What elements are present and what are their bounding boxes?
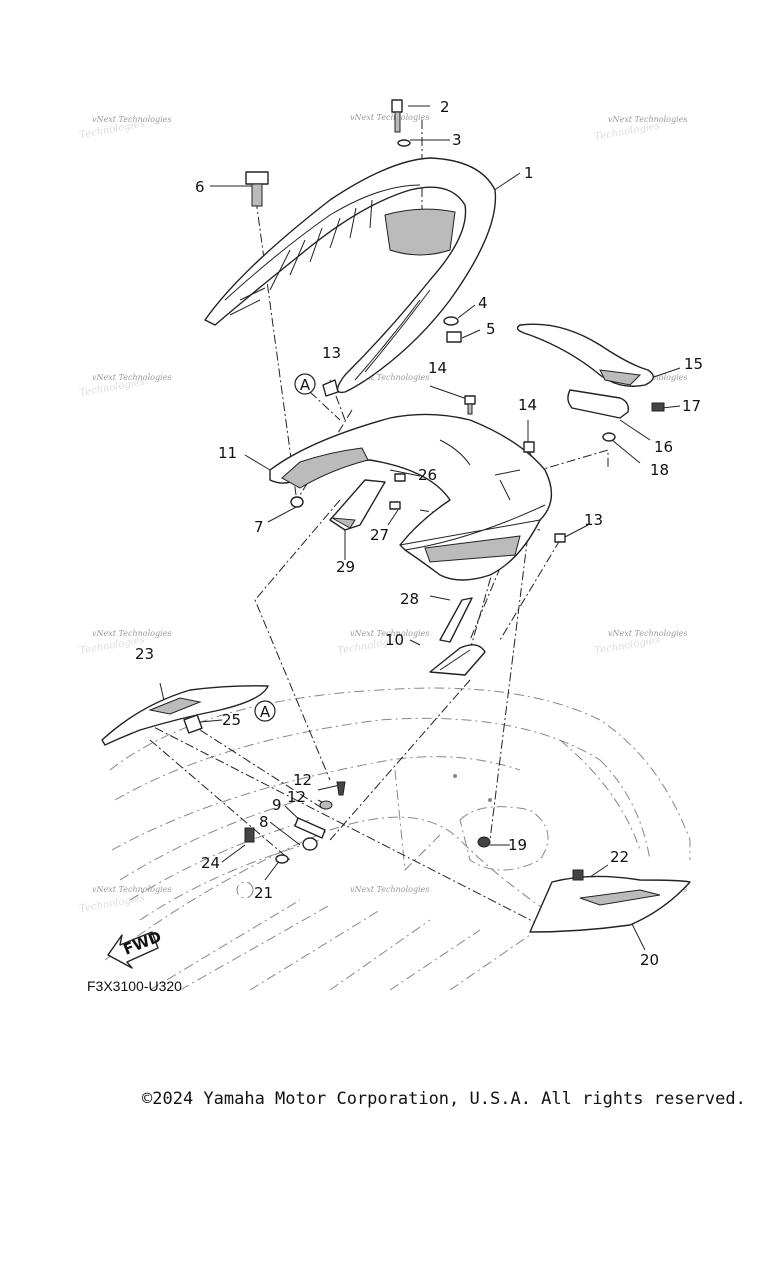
nut-part-5 bbox=[446, 331, 462, 343]
callout-13-upper: 13 bbox=[322, 344, 341, 362]
callout-numbers: 2 3 1 6 4 5 13 14 15 17 14 16 18 11 26 7… bbox=[135, 98, 703, 969]
callout-13-lower: 13 bbox=[584, 511, 603, 529]
callout-29: 29 bbox=[336, 558, 355, 576]
watermark-text: vNext Technologies bbox=[608, 629, 687, 638]
rear-deck-cover-part-11 bbox=[269, 413, 553, 581]
callout-8: 8 bbox=[259, 813, 269, 831]
watermark-text: vNext Technologies bbox=[92, 885, 171, 894]
callout-19: 19 bbox=[508, 836, 527, 854]
forward-arrow-icon: FWD bbox=[107, 927, 164, 969]
callout-6: 6 bbox=[195, 178, 205, 196]
screw-part-12-lower bbox=[319, 800, 333, 810]
callout-1: 1 bbox=[524, 164, 534, 182]
callout-26: 26 bbox=[418, 466, 437, 484]
washer-part-3 bbox=[397, 139, 411, 147]
clip-part-22 bbox=[572, 869, 584, 881]
bolt-part-14-upper bbox=[464, 395, 476, 415]
watermark-text: vNext Technologies bbox=[92, 115, 171, 124]
reference-marker-a-lower: A bbox=[254, 700, 276, 722]
screw-part-26 bbox=[394, 473, 406, 482]
bolt-part-14-lower bbox=[523, 441, 535, 453]
watermark-text: vNext Technologies bbox=[350, 629, 429, 638]
tow-hook-part-10 bbox=[429, 644, 486, 676]
callout-21: 21 bbox=[254, 884, 273, 902]
callout-5: 5 bbox=[486, 320, 496, 338]
clip-part-25 bbox=[183, 714, 203, 734]
callout-20: 20 bbox=[640, 951, 659, 969]
callout-17: 17 bbox=[682, 397, 701, 415]
callout-15: 15 bbox=[684, 355, 703, 373]
clip-part-13-lower bbox=[554, 533, 566, 543]
callout-7: 7 bbox=[254, 518, 264, 536]
callout-18: 18 bbox=[650, 461, 669, 479]
callout-10: 10 bbox=[385, 631, 404, 649]
nut-part-19 bbox=[477, 836, 491, 848]
figure-code: F3X3100-U320 bbox=[87, 978, 182, 994]
watermark-text: vNext Technologies bbox=[350, 373, 429, 382]
cover-part-16 bbox=[567, 389, 630, 419]
screw-part-24 bbox=[244, 827, 255, 843]
callout-12-upper: 12 bbox=[293, 771, 312, 789]
grab-handle-frame-part-1 bbox=[204, 157, 497, 394]
callout-11: 11 bbox=[218, 444, 237, 462]
callout-23: 23 bbox=[135, 645, 154, 663]
parts-diagram: Technologies vNext Technologies vNext Te… bbox=[79, 98, 703, 991]
watermark-text: vNext Technologies bbox=[92, 629, 171, 638]
copyright-notice: ©2024 Yamaha Motor Corporation, U.S.A. A… bbox=[142, 1089, 746, 1109]
callout-9: 9 bbox=[272, 796, 282, 814]
screw-part-12-upper bbox=[336, 781, 346, 796]
callout-12-lower: 12 bbox=[287, 788, 306, 806]
callout-3: 3 bbox=[452, 131, 462, 149]
callout-4: 4 bbox=[478, 294, 488, 312]
side-panel-part-23 bbox=[101, 685, 269, 746]
strap-part-28 bbox=[439, 597, 473, 643]
callout-14-lower: 14 bbox=[518, 396, 537, 414]
screw-part-27 bbox=[389, 501, 401, 510]
callout-28: 28 bbox=[400, 590, 419, 608]
callout-24: 24 bbox=[201, 854, 220, 872]
nut-part-7 bbox=[290, 496, 304, 508]
watermark-text: vNext Technologies bbox=[350, 885, 429, 894]
clip-part-13-upper bbox=[322, 379, 339, 397]
side-cover-part-20 bbox=[529, 875, 691, 933]
callout-16: 16 bbox=[654, 438, 673, 456]
handle-part-15 bbox=[516, 323, 654, 387]
screw-part-17 bbox=[651, 402, 665, 412]
watermark-text: vNext Technologies bbox=[350, 113, 429, 122]
washer-part-21 bbox=[275, 854, 289, 864]
callout-2: 2 bbox=[440, 98, 450, 116]
bolt-part-2 bbox=[391, 99, 403, 133]
bolt-part-6 bbox=[245, 171, 269, 207]
reference-marker-a-upper: A bbox=[294, 373, 316, 395]
hull-outline bbox=[104, 687, 691, 991]
nut-part-18 bbox=[602, 432, 616, 442]
callout-27: 27 bbox=[370, 526, 389, 544]
callout-25: 25 bbox=[222, 711, 241, 729]
callout-14-upper: 14 bbox=[428, 359, 447, 377]
bracket-part-9 bbox=[294, 817, 326, 839]
callout-22: 22 bbox=[610, 848, 629, 866]
grommet-part-4 bbox=[443, 316, 459, 326]
nut-part-8 bbox=[302, 837, 318, 851]
reference-marker-label: A bbox=[300, 376, 311, 394]
bracket-part-29 bbox=[329, 479, 386, 531]
watermark-text: vNext Technologies bbox=[92, 373, 171, 382]
watermark-text: vNext Technologies bbox=[608, 115, 687, 124]
reference-marker-label: A bbox=[260, 703, 271, 721]
